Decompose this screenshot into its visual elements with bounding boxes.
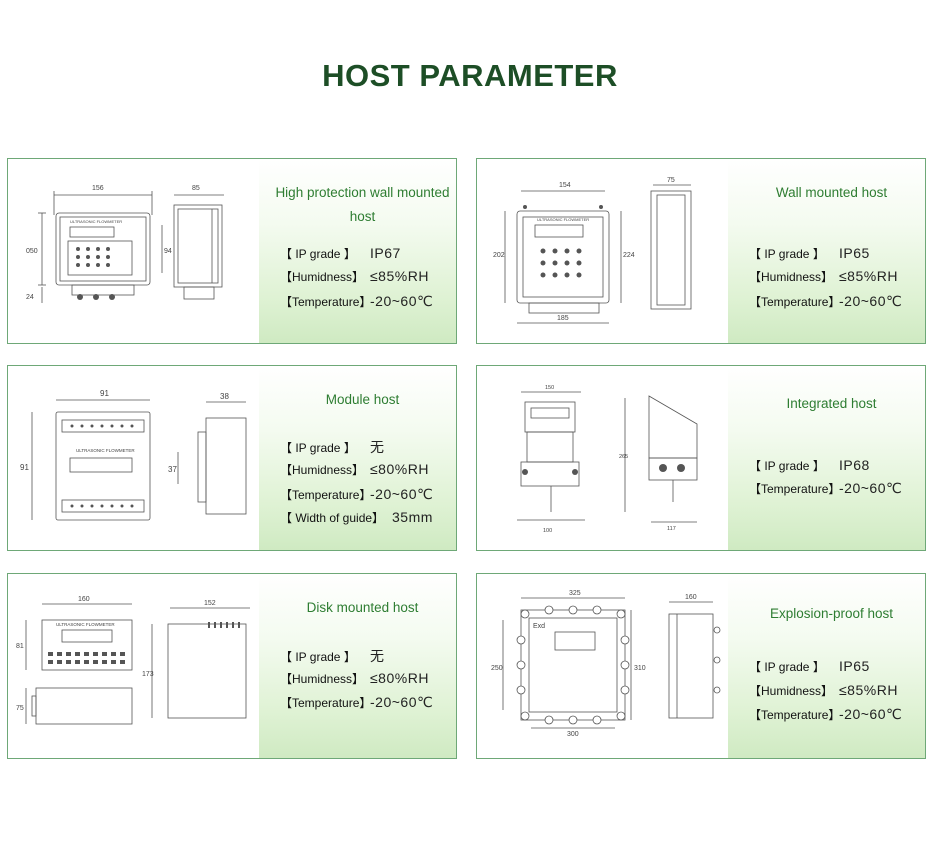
spec-temperature: 【Temperature】-20~60℃ (749, 706, 903, 722)
card-explosion-proof-host: 325 160 250 310 300 Exd Explosion-proof … (476, 573, 926, 759)
spec-width-of-guide: 【 Width of guide】35mm (280, 509, 433, 525)
card-high-protection-wall-host: 156 85 050 94 24 ULTRASONIC FLOWMETER Hi… (7, 158, 457, 344)
spec-ip-grade: 【 IP grade 】IP67 (280, 245, 401, 261)
svg-text:202: 202 (493, 252, 505, 259)
svg-text:152: 152 (204, 600, 216, 607)
svg-text:75: 75 (16, 705, 24, 712)
spec-humidness: 【Humidness】≤80%RH (280, 670, 429, 686)
spec-ip-grade: 【 IP grade 】无 (280, 648, 385, 664)
dimension-drawing: 154 75 202 224 185 ULTRASONIC FLOWMETER (493, 177, 692, 324)
svg-text:ULTRASONIC FLOWMETER: ULTRASONIC FLOWMETER (70, 219, 122, 224)
spec-humidness: 【Humidness】≤85%RH (749, 268, 898, 284)
card-title: Wall mounted host (775, 185, 888, 200)
svg-text:185: 185 (557, 315, 569, 322)
spec-temperature: 【Temperature】-20~60℃ (280, 694, 434, 710)
svg-text:37: 37 (168, 465, 177, 474)
card-title: Module host (325, 392, 400, 407)
svg-text:ULTRASONIC FLOWMETER: ULTRASONIC FLOWMETER (537, 217, 589, 222)
svg-text:150: 150 (545, 385, 554, 391)
card-title: Disk mounted host (306, 600, 419, 615)
svg-text:81: 81 (16, 643, 24, 650)
svg-text:75: 75 (667, 177, 675, 184)
dimension-drawing: 91 38 91 37 ULTRASONIC FLOWMETER (20, 389, 247, 521)
page-title: HOST PARAMETER (322, 58, 618, 93)
spec-ip-grade: 【 IP grade 】IP65 (749, 245, 870, 261)
svg-text:117: 117 (667, 526, 676, 532)
svg-text:325: 325 (569, 590, 581, 597)
svg-text:224: 224 (623, 252, 635, 259)
spec-temperature: 【Temperature】-20~60℃ (749, 293, 903, 309)
svg-text:250: 250 (491, 665, 503, 672)
spec-temperature: 【Temperature】-20~60℃ (280, 486, 434, 502)
spec-temperature: 【Temperature】-20~60℃ (280, 293, 434, 309)
svg-text:91: 91 (100, 389, 109, 398)
spec-humidness: 【Humidness】≤85%RH (280, 268, 429, 284)
dimension-drawing: 156 85 050 94 24 ULTRASONIC FLOWMETER (26, 185, 224, 303)
card-disk-mounted-host: 160 152 81 173 75 ULTRASONIC FLOWMETER D… (7, 573, 457, 759)
card-integrated-host: 150 265 100 117 Integrated host 【 IP gra… (476, 365, 926, 551)
svg-text:160: 160 (685, 594, 697, 601)
svg-text:154: 154 (559, 182, 571, 189)
svg-text:91: 91 (20, 463, 29, 472)
svg-text:265: 265 (619, 454, 628, 460)
svg-text:ULTRASONIC FLOWMETER: ULTRASONIC FLOWMETER (56, 622, 115, 627)
spec-ip-grade: 【 IP grade 】IP68 (749, 457, 870, 473)
spec-ip-grade: 【 IP grade 】IP65 (749, 658, 870, 674)
svg-text:160: 160 (78, 596, 90, 603)
spec-humidness: 【Humidness】≤85%RH (749, 682, 898, 698)
spec-ip-grade: 【 IP grade 】无 (280, 439, 385, 455)
card-title: High protection wall mounted host (275, 185, 450, 224)
svg-text:Exd: Exd (533, 623, 545, 630)
spec-humidness: 【Humidness】≤80%RH (280, 461, 429, 477)
svg-text:156: 156 (92, 185, 104, 192)
svg-text:300: 300 (567, 731, 579, 738)
svg-text:100: 100 (543, 528, 552, 534)
svg-text:173: 173 (142, 671, 154, 678)
svg-text:310: 310 (634, 665, 646, 672)
svg-text:85: 85 (192, 185, 200, 192)
svg-text:94: 94 (164, 248, 172, 255)
spec-temperature: 【Temperature】-20~60℃ (749, 480, 903, 496)
card-title: Integrated host (786, 396, 877, 411)
svg-text:050: 050 (26, 248, 38, 255)
svg-text:ULTRASONIC FLOWMETER: ULTRASONIC FLOWMETER (76, 448, 135, 453)
dimension-drawing: 325 160 250 310 300 Exd (491, 590, 721, 738)
dimension-drawing: 160 152 81 173 75 ULTRASONIC FLOWMETER (16, 596, 250, 725)
card-wall-mounted-host: 154 75 202 224 185 ULTRASONIC FLOWMETER … (476, 158, 926, 344)
dimension-drawing: 150 265 100 117 (517, 385, 698, 534)
svg-text:38: 38 (220, 392, 229, 401)
card-title: Explosion-proof host (769, 606, 894, 621)
card-module-host: 91 38 91 37 ULTRASONIC FLOWMETER Module … (7, 365, 457, 551)
svg-text:24: 24 (26, 294, 34, 301)
